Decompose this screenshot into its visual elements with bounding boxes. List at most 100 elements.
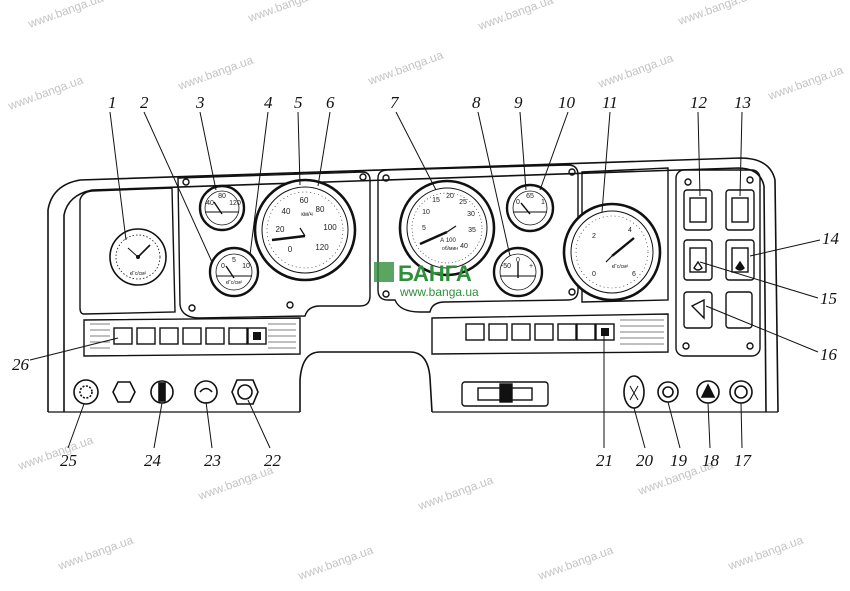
tacho-tick: 5 xyxy=(422,225,426,232)
gauge-9: 0 65 1 xyxy=(505,183,555,233)
speedo-tick: 0 xyxy=(288,245,293,254)
callout-20: 20 xyxy=(636,451,654,470)
drop-icon xyxy=(693,260,703,271)
callout-6: 6 xyxy=(326,93,335,112)
tachometer: 5 10 15 20 25 30 35 40 А 100 об/мин xyxy=(398,179,496,277)
switch-14-face xyxy=(731,247,749,273)
switch-15-face xyxy=(689,247,707,273)
gauge-3-tick: 80 xyxy=(218,193,226,200)
gauge-8-tick: -50 xyxy=(501,263,511,270)
bottom-left-controls xyxy=(73,379,259,405)
switch-15[interactable] xyxy=(683,239,713,281)
watermark: www.banga.ua xyxy=(415,473,495,514)
callout-7: 7 xyxy=(390,93,400,112)
watermark: www.banga.ua xyxy=(365,48,445,89)
hex-nut xyxy=(112,381,136,403)
switch-12[interactable] xyxy=(683,189,713,231)
callout-9: 9 xyxy=(514,93,523,112)
gauge-8-tick: + xyxy=(529,263,533,270)
callout-2: 2 xyxy=(140,93,149,112)
speedo-tick: 120 xyxy=(315,243,329,252)
callout-4: 4 xyxy=(264,93,273,112)
callout-17: 17 xyxy=(734,451,753,470)
tacho-tick: 30 xyxy=(467,211,475,218)
gauge-4-tick: 10 xyxy=(242,263,250,270)
gauge-3-tick: 40 xyxy=(206,200,214,207)
callout-11: 11 xyxy=(602,93,618,112)
watermark: www.banga.ua xyxy=(175,53,255,94)
tacho-tick: 40 xyxy=(460,243,468,250)
speedo-unit: км/ч xyxy=(301,212,313,218)
gauge-4-tick: 5 xyxy=(232,257,236,264)
gauge-4: 0 5 10 кГс/см² xyxy=(208,246,260,298)
tacho-model: А 100 xyxy=(440,238,456,244)
callout-26: 26 xyxy=(12,355,30,374)
switch-12-face xyxy=(689,197,707,223)
watermark: www.banga.ua xyxy=(245,0,325,25)
logo: БАНГА www.banga.ua xyxy=(374,261,479,299)
tacho-tick: 20 xyxy=(446,193,454,200)
callout-23: 23 xyxy=(204,451,221,470)
watermark: www.banga.ua xyxy=(55,533,135,574)
callout-14: 14 xyxy=(822,229,840,248)
watermark: www.banga.ua xyxy=(295,543,375,584)
switch-panel xyxy=(675,169,761,357)
switch-16[interactable] xyxy=(683,291,713,329)
callout-25: 25 xyxy=(60,451,77,470)
gauge-8: -50 0 + xyxy=(492,246,544,298)
center-slider[interactable] xyxy=(461,381,549,407)
tacho-unit: об/мин xyxy=(442,246,458,252)
callout-19: 19 xyxy=(670,451,688,470)
watermark: www.banga.ua xyxy=(475,0,555,33)
gauge-11-tick: 2 xyxy=(592,233,596,240)
watermark: www.banga.ua xyxy=(765,63,845,104)
tacho-tick: 35 xyxy=(468,227,476,234)
callout-13: 13 xyxy=(734,93,751,112)
blank-switch xyxy=(725,291,753,329)
watermark: www.banga.ua xyxy=(595,51,675,92)
lamp-strip-right xyxy=(431,313,669,355)
left-subpanel xyxy=(79,171,371,319)
knob-23[interactable] xyxy=(194,380,218,404)
switch-14[interactable] xyxy=(725,239,755,281)
watermark: www.banga.ua xyxy=(725,533,805,574)
tacho-tick: 15 xyxy=(432,197,440,204)
callout-8: 8 xyxy=(472,93,481,112)
drop-filled-icon xyxy=(735,260,745,271)
gauge-1: кГс/см² xyxy=(109,228,167,286)
tacho-tick: 10 xyxy=(422,209,430,216)
gauge-11: 0 2 4 6 кГс/см² xyxy=(562,202,662,302)
watermark: www.banga.ua xyxy=(25,0,105,31)
watermark: www.banga.ua xyxy=(15,433,95,474)
callout-12: 12 xyxy=(690,93,708,112)
gauge-9-tick: 0 xyxy=(516,199,520,206)
tacho-tick: 25 xyxy=(459,199,467,206)
logo-url: www.banga.ua xyxy=(399,285,479,299)
watermark: www.banga.ua xyxy=(535,543,615,584)
gauge-3: 40 80 120 xyxy=(198,184,246,232)
logo-text: БАНГА xyxy=(398,261,472,286)
callout-18: 18 xyxy=(702,451,720,470)
speedo-tick: 40 xyxy=(282,207,291,216)
gauge-9-tick: 1 xyxy=(541,199,545,206)
callout-3: 3 xyxy=(195,93,205,112)
switch-13-face xyxy=(731,197,749,223)
gauge-1-unit: кГс/см² xyxy=(130,271,147,277)
bottom-right-controls xyxy=(623,375,753,409)
leader-lines xyxy=(29,111,821,449)
gauge-4-unit: кГс/см² xyxy=(226,280,243,286)
gauge-11-tick: 4 xyxy=(628,227,632,234)
callout-21: 21 xyxy=(596,451,613,470)
center-subpanel xyxy=(377,164,579,313)
callout-24: 24 xyxy=(144,451,162,470)
gauge-8-tick: 0 xyxy=(516,257,520,264)
speedo-tick: 20 xyxy=(276,225,285,234)
gauge-11-unit: кГс/см² xyxy=(612,264,629,270)
gauge-3-tick: 120 xyxy=(229,200,241,207)
callout-labels: 1 2 3 4 5 6 7 8 9 10 11 12 13 14 15 16 1… xyxy=(12,93,840,470)
gauge-11-tick: 0 xyxy=(592,271,596,278)
gauge-11-tick: 6 xyxy=(632,271,636,278)
callout-22: 22 xyxy=(264,451,282,470)
callout-16: 16 xyxy=(820,345,838,364)
